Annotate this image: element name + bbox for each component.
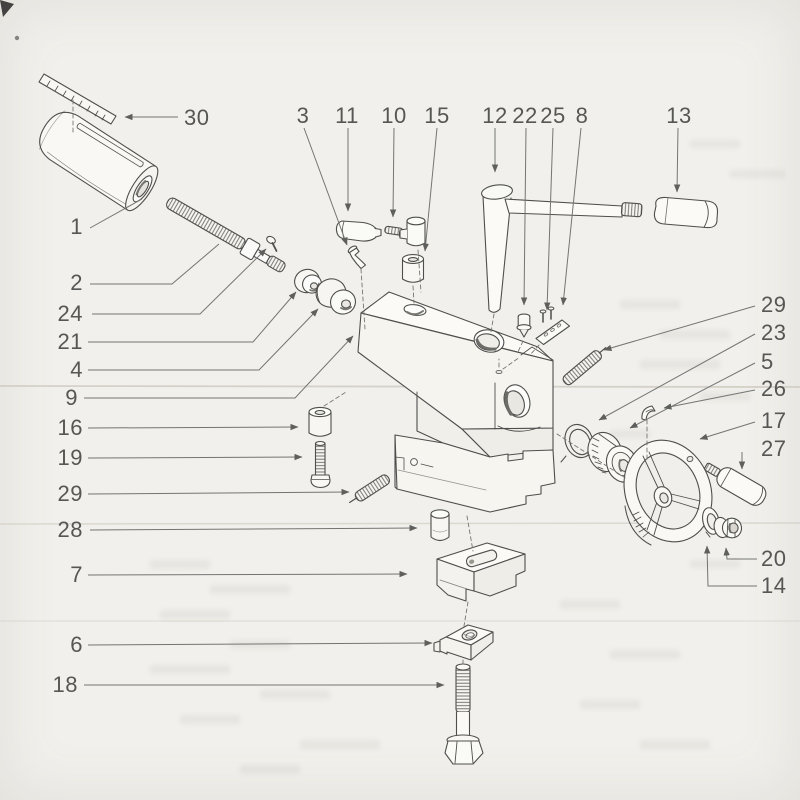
part-spring-right — [562, 346, 607, 386]
part-label-16: 16 — [58, 415, 83, 440]
part-label-15: 15 — [424, 103, 449, 128]
part-label-24: 24 — [58, 301, 83, 326]
leader-lines — [84, 113, 757, 689]
part-label-2: 2 — [70, 270, 83, 295]
part-label-4: 4 — [70, 357, 83, 382]
part-clamp-stud — [310, 440, 331, 489]
part-label-1: 1 — [70, 214, 83, 239]
part-spring-left — [349, 474, 391, 504]
tailstock-body — [357, 291, 556, 513]
part-label-12: 12 — [482, 103, 507, 128]
part-clamp-plate — [433, 624, 494, 661]
part-bearing-collar — [315, 278, 356, 315]
part-clamp-lever — [481, 184, 719, 313]
part-label-3: 3 — [297, 103, 310, 128]
part-oiler — [347, 245, 367, 270]
part-slide-base — [436, 542, 526, 602]
part-label-29-right: 29 — [761, 292, 786, 317]
part-plug-screw — [516, 313, 532, 338]
corner-mark — [0, 0, 14, 17]
assembly-dashed-lines — [72, 99, 648, 668]
part-label-30: 30 — [184, 105, 209, 130]
part-label-9: 9 — [65, 385, 78, 410]
part-number-labels: 30 1 2 24 21 4 9 16 19 29 28 7 6 18 3 11… — [53, 103, 786, 697]
part-locating-pin — [430, 509, 450, 542]
part-label-18: 18 — [53, 672, 78, 697]
part-graduated-collar — [587, 431, 639, 483]
part-barrel — [39, 110, 159, 212]
part-label-17: 17 — [761, 408, 786, 433]
part-label-13: 13 — [666, 103, 691, 128]
paper-artifacts — [0, 0, 800, 774]
part-key-screw — [266, 235, 278, 252]
part-label-26: 26 — [761, 376, 786, 401]
part-label-29-left: 29 — [58, 481, 83, 506]
part-gib-strip — [535, 319, 571, 346]
part-label-28: 28 — [58, 517, 83, 542]
part-bushing — [308, 406, 332, 437]
part-clamp-bolt — [444, 663, 484, 765]
part-label-6: 6 — [70, 632, 83, 657]
part-label-20: 20 — [761, 546, 786, 571]
part-label-7: 7 — [70, 562, 83, 587]
part-label-10: 10 — [381, 103, 406, 128]
part-woodruff-key — [641, 405, 656, 421]
part-leadscrew — [166, 197, 286, 273]
part-graduated-scale — [38, 73, 117, 125]
part-label-19: 19 — [58, 445, 83, 470]
part-handwheel — [623, 439, 713, 546]
part-clamp-sleeve — [401, 254, 425, 283]
part-clamp-elbow — [398, 216, 426, 247]
part-lever-grip — [653, 196, 719, 229]
part-label-25: 25 — [540, 103, 565, 128]
bleed-through-smudges — [150, 140, 785, 774]
part-handwheel-handle — [704, 462, 767, 506]
part-label-21: 21 — [58, 329, 83, 354]
part-label-11: 11 — [335, 103, 359, 128]
part-label-8: 8 — [576, 103, 589, 128]
part-snap-ring — [560, 423, 594, 463]
part-label-27: 27 — [761, 436, 786, 461]
part-label-5: 5 — [761, 349, 774, 374]
part-label-22: 22 — [512, 103, 537, 128]
part-clamp-knob — [335, 220, 382, 242]
part-hex-nut — [713, 516, 743, 539]
part-label-14: 14 — [761, 573, 786, 598]
part-label-23: 23 — [761, 320, 786, 345]
